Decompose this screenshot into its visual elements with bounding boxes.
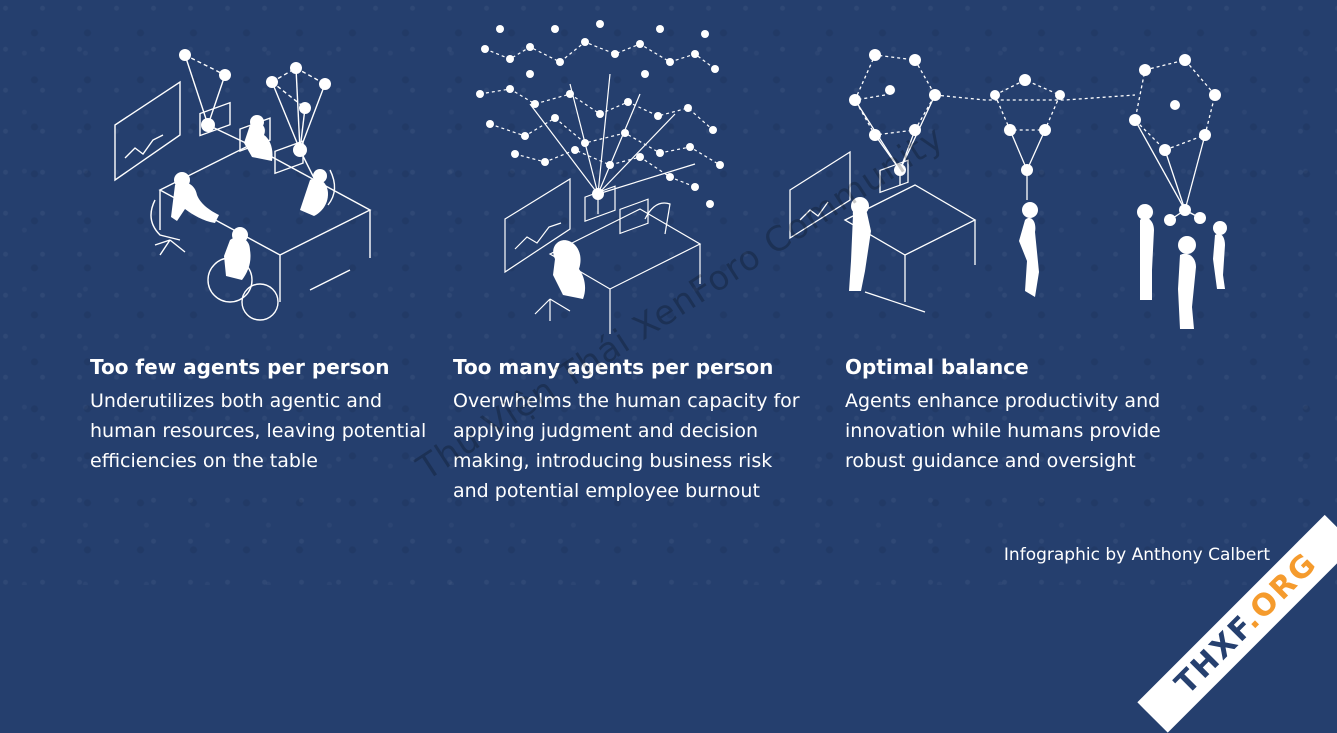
illustration-optimal-balance — [789, 49, 1227, 329]
body-too-few: Underutilizes both agentic and human res… — [90, 390, 427, 472]
body-optimal: Agents enhance productivity and innovati… — [845, 390, 1161, 472]
heading-too-few: Too few agents per person — [90, 355, 390, 379]
illustration-too-few-agents — [114, 49, 372, 321]
agent-swarm — [476, 20, 724, 208]
column-optimal: Optimal balance Agents enhance productiv… — [845, 354, 1205, 476]
illustration-too-many-agents — [476, 20, 724, 334]
logo-main: THXF — [1168, 611, 1259, 702]
balanced-agent-clusters — [849, 49, 1221, 226]
heading-too-many: Too many agents per person — [453, 355, 774, 379]
infographic-credit: Infographic by Anthony Calbert — [1003, 545, 1270, 565]
heading-optimal: Optimal balance — [845, 355, 1029, 379]
column-too-many: Too many agents per person Overwhelms th… — [453, 354, 813, 506]
column-too-few: Too few agents per person Underutilizes … — [90, 354, 450, 476]
body-too-many: Overwhelms the human capacity for applyi… — [453, 390, 800, 502]
background-texture — [0, 0, 1337, 585]
